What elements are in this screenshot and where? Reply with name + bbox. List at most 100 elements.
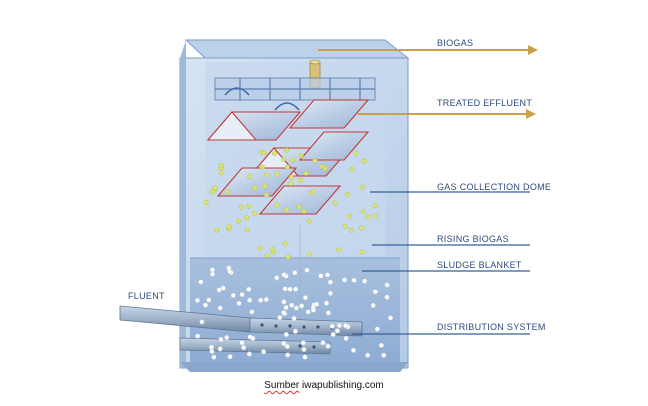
biogas-arrow-head <box>528 45 538 55</box>
rising-biogas-label: RISING BIOGAS <box>437 234 509 244</box>
rising-biogas-bubbles <box>203 147 378 260</box>
bubble <box>224 335 230 341</box>
bubble <box>312 158 318 164</box>
source-caption: Sumber iwapublishing.com <box>0 380 648 391</box>
bubble <box>216 287 222 293</box>
bubble <box>327 290 333 296</box>
caption-prefix: Sumber <box>264 380 300 391</box>
bubble <box>361 158 367 164</box>
bubble <box>318 273 324 279</box>
bubble <box>284 164 290 170</box>
tank-left-wall <box>180 40 186 368</box>
distribution-system-label: DISTRIBUTION SYSTEM <box>437 322 546 332</box>
bubble <box>284 343 290 350</box>
bubble <box>281 156 287 162</box>
bubble <box>281 310 287 316</box>
bubble <box>218 162 224 168</box>
bubble <box>342 277 348 283</box>
bubble <box>262 183 268 189</box>
bubble <box>360 208 366 214</box>
bubble <box>247 173 253 179</box>
leader-lines <box>352 191 530 335</box>
bubble <box>208 344 214 350</box>
bubble <box>291 315 297 322</box>
bubble <box>218 336 224 342</box>
bubble <box>277 314 283 321</box>
bubble <box>320 340 326 346</box>
bubble <box>336 322 342 329</box>
bubble <box>272 150 278 156</box>
bubble <box>297 177 304 183</box>
output-arrows <box>318 45 538 119</box>
bubble <box>362 278 368 284</box>
bubble <box>282 286 288 292</box>
bubble <box>334 328 340 334</box>
bubble <box>261 150 267 156</box>
bubble <box>342 323 349 329</box>
bubble <box>282 240 288 246</box>
bubble <box>239 340 245 346</box>
sludge-bubbles <box>194 265 394 360</box>
bubble <box>195 333 201 339</box>
bubble <box>350 347 357 353</box>
bubble <box>289 302 295 308</box>
bubble <box>194 297 200 303</box>
bubble <box>220 285 226 291</box>
bubble <box>209 189 215 195</box>
bubble <box>257 245 263 251</box>
bubble <box>293 305 299 311</box>
bubble <box>303 170 309 176</box>
bubble <box>227 354 233 360</box>
bubble <box>226 224 232 230</box>
bubble <box>235 218 241 224</box>
bubble <box>301 346 307 353</box>
bubble <box>236 300 242 306</box>
bubble <box>365 352 371 358</box>
tank-bottom <box>180 362 408 372</box>
bubble <box>292 328 299 334</box>
bubble <box>283 331 289 338</box>
bubble <box>293 286 299 292</box>
bubble <box>365 214 371 220</box>
bubble <box>241 345 247 351</box>
bubble <box>359 249 365 255</box>
bubble <box>344 191 350 198</box>
bubble <box>351 277 357 283</box>
bubble <box>203 200 209 206</box>
bubble <box>246 351 252 357</box>
bubble <box>259 164 266 170</box>
bubble <box>324 272 331 278</box>
bubble <box>349 166 355 172</box>
bubble <box>210 271 216 277</box>
bubble <box>225 189 231 195</box>
bubble <box>310 307 317 313</box>
bubble <box>322 165 328 171</box>
treated-effluent-label: TREATED EFFLUENT <box>437 98 533 108</box>
bubble <box>348 227 354 233</box>
bubble <box>325 343 331 349</box>
bubble <box>198 279 204 285</box>
bubble <box>372 203 378 209</box>
bubble <box>212 185 218 191</box>
bubble <box>264 253 270 259</box>
bubble <box>238 204 244 210</box>
sludge-blanket-label: SLUDGE BLANKET <box>437 260 522 270</box>
bubble <box>374 326 380 332</box>
bubble <box>353 150 359 156</box>
caption-source: iwapublishing.com <box>302 380 384 391</box>
bubble <box>217 346 223 352</box>
bubble <box>346 213 352 219</box>
bubble <box>264 192 270 198</box>
bubble <box>209 267 215 273</box>
bubble <box>274 275 280 281</box>
treated-effluent-arrow-head <box>526 109 536 119</box>
bubble <box>330 331 336 337</box>
bubble <box>287 286 293 292</box>
bubble <box>329 323 335 329</box>
bubble <box>298 153 304 159</box>
bubble <box>252 210 258 216</box>
bubble <box>288 174 294 180</box>
effluent-gutters <box>214 77 376 111</box>
bubble <box>252 185 258 191</box>
bubble <box>370 302 376 308</box>
